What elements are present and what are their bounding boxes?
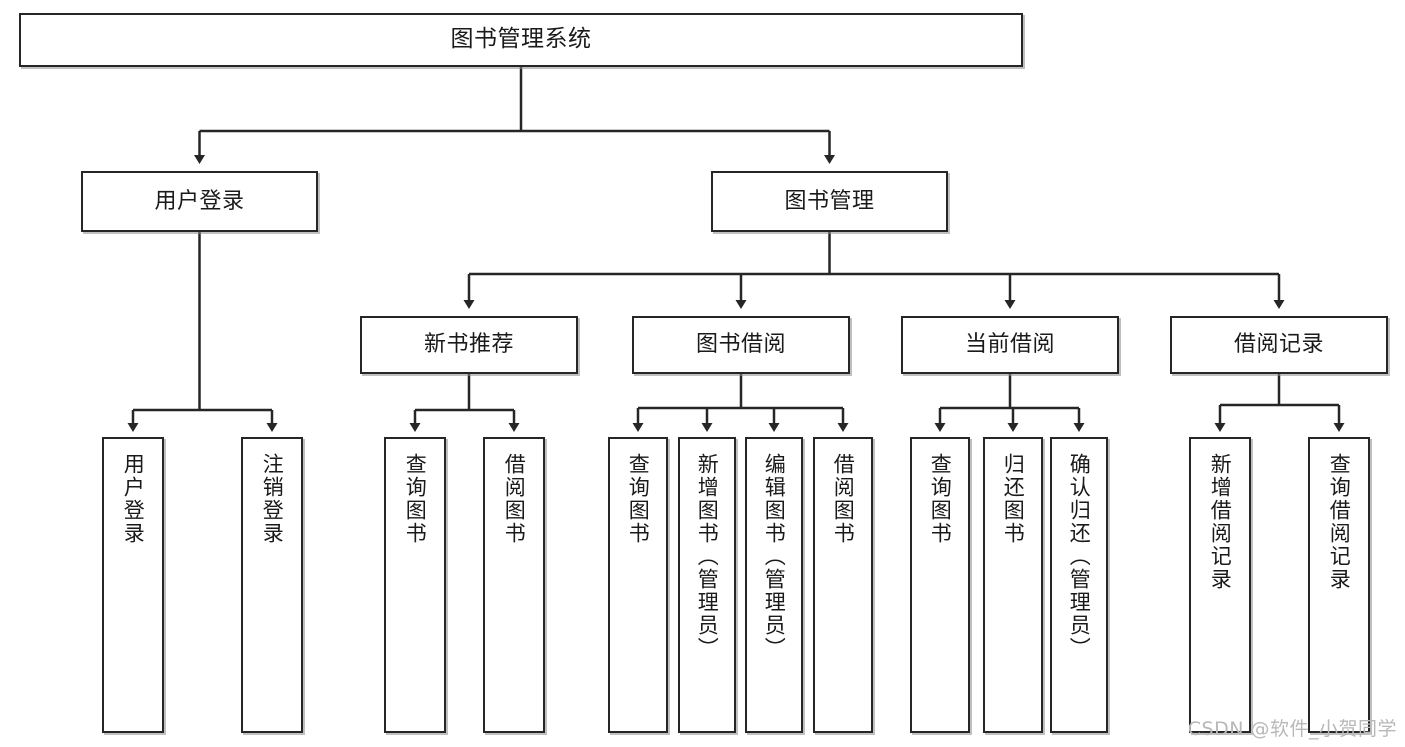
node-label: 借阅记录 xyxy=(1233,332,1324,358)
edge-group-root xyxy=(194,67,835,164)
leaf-edit-book-admin[interactable]: 编辑图书（管理员） xyxy=(745,437,803,733)
node-label: 编辑图书（管理员） xyxy=(762,453,787,660)
leaf-logout[interactable]: 注销登录 xyxy=(241,437,303,733)
node-borrowing-record[interactable]: 借阅记录 xyxy=(1170,316,1388,374)
leaf-borrow-book-2[interactable]: 借阅图书 xyxy=(813,437,873,733)
edge-group-user-login xyxy=(127,232,278,432)
node-label: 当前借阅 xyxy=(964,332,1055,358)
edge-group-book-mgmt xyxy=(463,232,1285,309)
leaf-add-borrow-record[interactable]: 新增借阅记录 xyxy=(1189,437,1251,733)
leaf-user-login[interactable]: 用户登录 xyxy=(102,437,164,733)
node-label: 图书借阅 xyxy=(695,332,786,358)
node-label: 查询借阅记录 xyxy=(1327,453,1352,591)
csdn-watermark: CSDN @软件_小贺同学 xyxy=(1187,718,1397,740)
edge-group-book-borrow xyxy=(632,374,849,432)
node-new-book-recommendation[interactable]: 新书推荐 xyxy=(360,316,578,374)
node-root-book-management-system[interactable]: 图书管理系统 xyxy=(19,13,1023,67)
leaf-return-book[interactable]: 归还图书 xyxy=(983,437,1043,733)
node-label: 注销登录 xyxy=(260,453,285,545)
edge-group-new-book-rec xyxy=(409,374,520,432)
node-book-borrowing[interactable]: 图书借阅 xyxy=(632,316,850,374)
node-label: 新增借阅记录 xyxy=(1208,453,1233,591)
node-book-management[interactable]: 图书管理 xyxy=(711,171,948,232)
node-label: 用户登录 xyxy=(121,453,146,545)
node-label: 查询图书 xyxy=(928,453,953,545)
node-label: 用户登录 xyxy=(154,188,245,214)
node-label: 查询图书 xyxy=(403,453,428,545)
leaf-query-book-3[interactable]: 查询图书 xyxy=(910,437,970,733)
node-label: 借阅图书 xyxy=(831,453,856,545)
node-label: 确认归还（管理员） xyxy=(1067,453,1092,660)
node-label: 归还图书 xyxy=(1001,453,1026,545)
node-label: 查询图书 xyxy=(626,453,651,545)
node-user-login[interactable]: 用户登录 xyxy=(81,171,318,232)
node-label: 新增图书（管理员） xyxy=(695,453,720,660)
edge-group-borrow-record xyxy=(1214,374,1345,432)
leaf-confirm-return-admin[interactable]: 确认归还（管理员） xyxy=(1050,437,1108,733)
leaf-add-book-admin[interactable]: 新增图书（管理员） xyxy=(678,437,736,733)
node-label: 图书管理 xyxy=(784,188,875,214)
node-label: 新书推荐 xyxy=(423,332,514,358)
edge-group-current-borrow xyxy=(934,374,1085,432)
leaf-query-borrow-record[interactable]: 查询借阅记录 xyxy=(1308,437,1370,733)
leaf-borrow-book-1[interactable]: 借阅图书 xyxy=(483,437,545,733)
node-label: 借阅图书 xyxy=(502,453,527,545)
node-label: 图书管理系统 xyxy=(450,26,592,53)
leaf-query-book-2[interactable]: 查询图书 xyxy=(608,437,668,733)
node-current-borrowing[interactable]: 当前借阅 xyxy=(901,316,1119,374)
leaf-query-book-1[interactable]: 查询图书 xyxy=(384,437,446,733)
